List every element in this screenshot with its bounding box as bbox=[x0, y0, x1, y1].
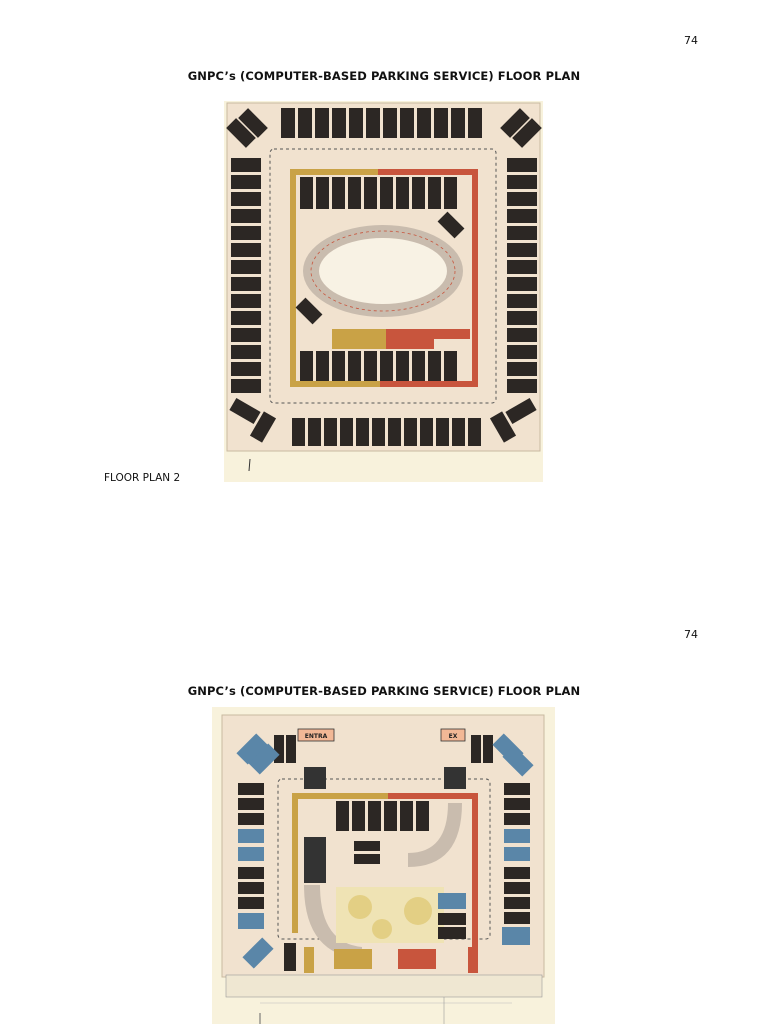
page-number-2: 74 bbox=[684, 628, 698, 641]
inner-top-stall-row bbox=[300, 177, 457, 209]
entrance-sign bbox=[297, 728, 335, 742]
top-stall-row bbox=[281, 108, 482, 138]
page-title: GNPC’s (COMPUTER-BASED PARKING SERVICE) … bbox=[187, 69, 581, 83]
page-number: 74 bbox=[684, 34, 698, 47]
floor-plan-2-image bbox=[224, 101, 543, 482]
page-title-2: GNPC’s (COMPUTER-BASED PARKING SERVICE) … bbox=[187, 684, 581, 698]
floor-plan-1-image: ENTRA EX bbox=[212, 707, 555, 1024]
exit-sign bbox=[440, 728, 466, 742]
left-stall-column bbox=[231, 158, 261, 393]
left-stall-column-2 bbox=[238, 783, 264, 929]
bottom-stall-row bbox=[292, 418, 481, 446]
floor-plan-caption: FLOOR PLAN 2 bbox=[104, 472, 181, 484]
right-stall-column-2 bbox=[502, 783, 530, 945]
right-stall-column bbox=[507, 158, 537, 393]
inner-bottom-stall-row bbox=[300, 351, 457, 381]
exit-label: EX bbox=[449, 733, 458, 740]
entrance-label: ENTRA bbox=[305, 733, 328, 740]
